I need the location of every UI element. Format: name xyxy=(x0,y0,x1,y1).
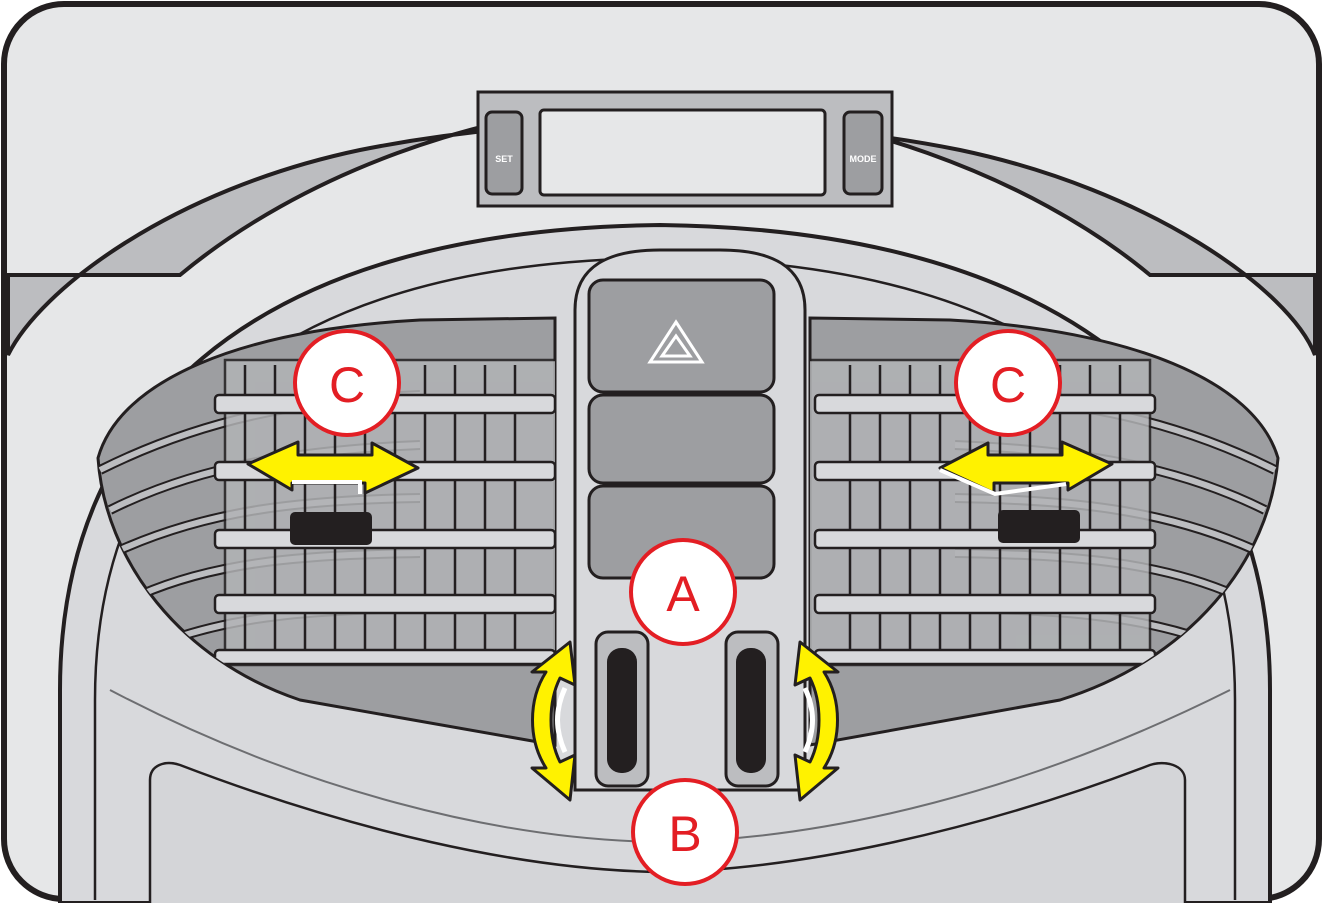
set-button[interactable] xyxy=(484,110,524,196)
left-air-vent xyxy=(96,316,557,747)
hazard-icon xyxy=(647,319,705,364)
left-horizontal-adjust-arrow-icon xyxy=(246,440,420,495)
mode-button[interactable] xyxy=(842,110,884,196)
callout-c-left-label: C xyxy=(329,357,365,413)
right-thumbwheel[interactable] xyxy=(736,648,766,773)
mode-button-label: MODE xyxy=(850,154,877,164)
callout-a-label: A xyxy=(666,566,700,622)
callout-c-left: C xyxy=(293,329,401,437)
callout-c-right-label: C xyxy=(990,357,1026,413)
callout-b: B xyxy=(631,778,739,886)
left-vertical-adjust-arrow-icon xyxy=(530,640,577,802)
callout-c-right: C xyxy=(954,329,1062,437)
right-vertical-adjust-arrow-icon xyxy=(793,640,840,802)
right-vent-tab[interactable] xyxy=(998,510,1080,543)
left-thumbwheel[interactable] xyxy=(607,648,637,773)
right-air-vent xyxy=(808,316,1280,747)
right-horizontal-adjust-arrow-icon xyxy=(938,440,1114,497)
set-button-label: SET xyxy=(495,154,513,164)
display-panel: SET MODE xyxy=(476,90,894,208)
display-screen xyxy=(538,108,827,197)
callout-b-label: B xyxy=(668,806,701,862)
callout-a: A xyxy=(629,538,737,646)
hazard-button[interactable] xyxy=(587,278,776,394)
center-blank-button-upper[interactable] xyxy=(587,393,776,485)
left-vent-tab[interactable] xyxy=(290,512,372,545)
